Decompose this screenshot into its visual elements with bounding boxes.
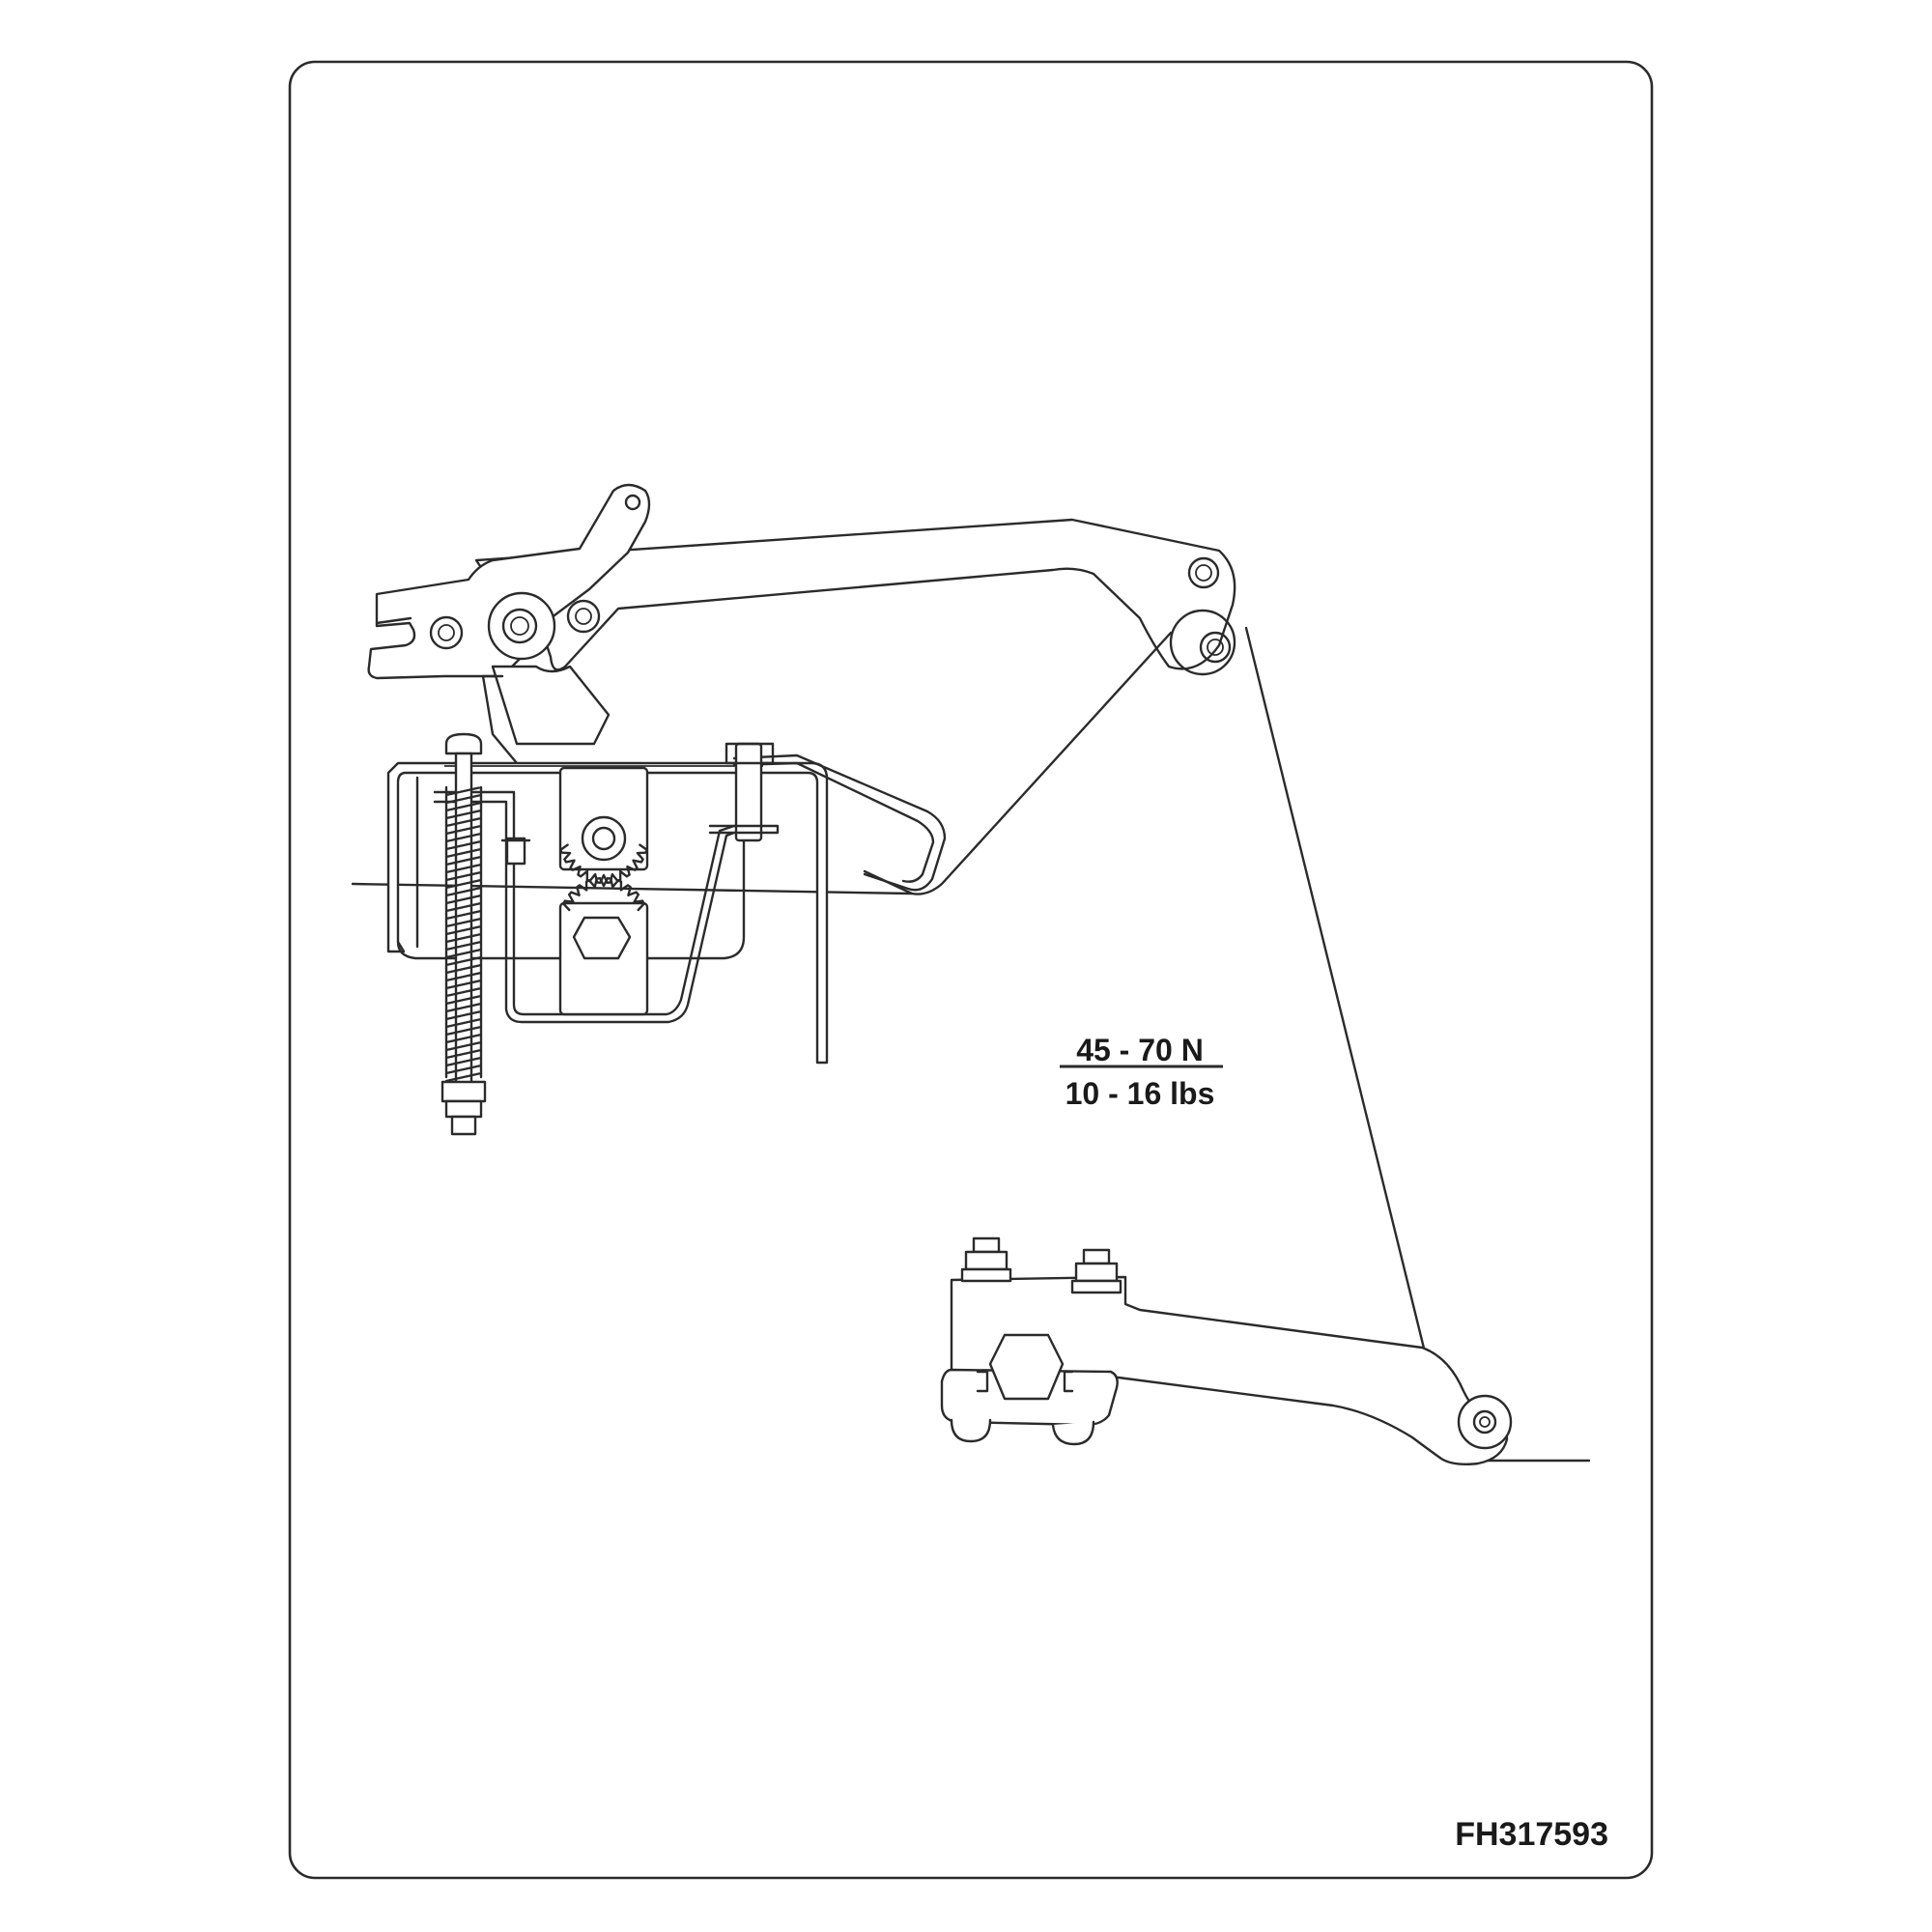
force-label-pounds: 10 - 16 lbs [1065, 1076, 1215, 1111]
pivot-boss-left [487, 591, 556, 661]
mounting-bracket [386, 753, 947, 1065]
drop-link [481, 665, 611, 765]
hex-nut-2 [566, 599, 601, 634]
hex-nut-1 [429, 615, 464, 650]
tension-spring [440, 732, 487, 1136]
page-frame [288, 60, 1654, 1880]
lower-sprocket [558, 877, 649, 1016]
lower-nut-right [1070, 1248, 1122, 1294]
small-clip [500, 837, 531, 866]
bracket-pin [708, 742, 780, 842]
hex-nut-4 [1199, 631, 1232, 664]
figure-id: FH317593 [1455, 1816, 1608, 1853]
upper-sprocket [558, 766, 649, 884]
hex-nut-3 [1187, 556, 1220, 589]
lower-clamp-block [940, 1333, 1119, 1446]
force-label-newtons: 45 - 70 N [1076, 1033, 1204, 1067]
lower-nut-left [960, 1236, 1012, 1283]
lower-arm [950, 1275, 1513, 1466]
